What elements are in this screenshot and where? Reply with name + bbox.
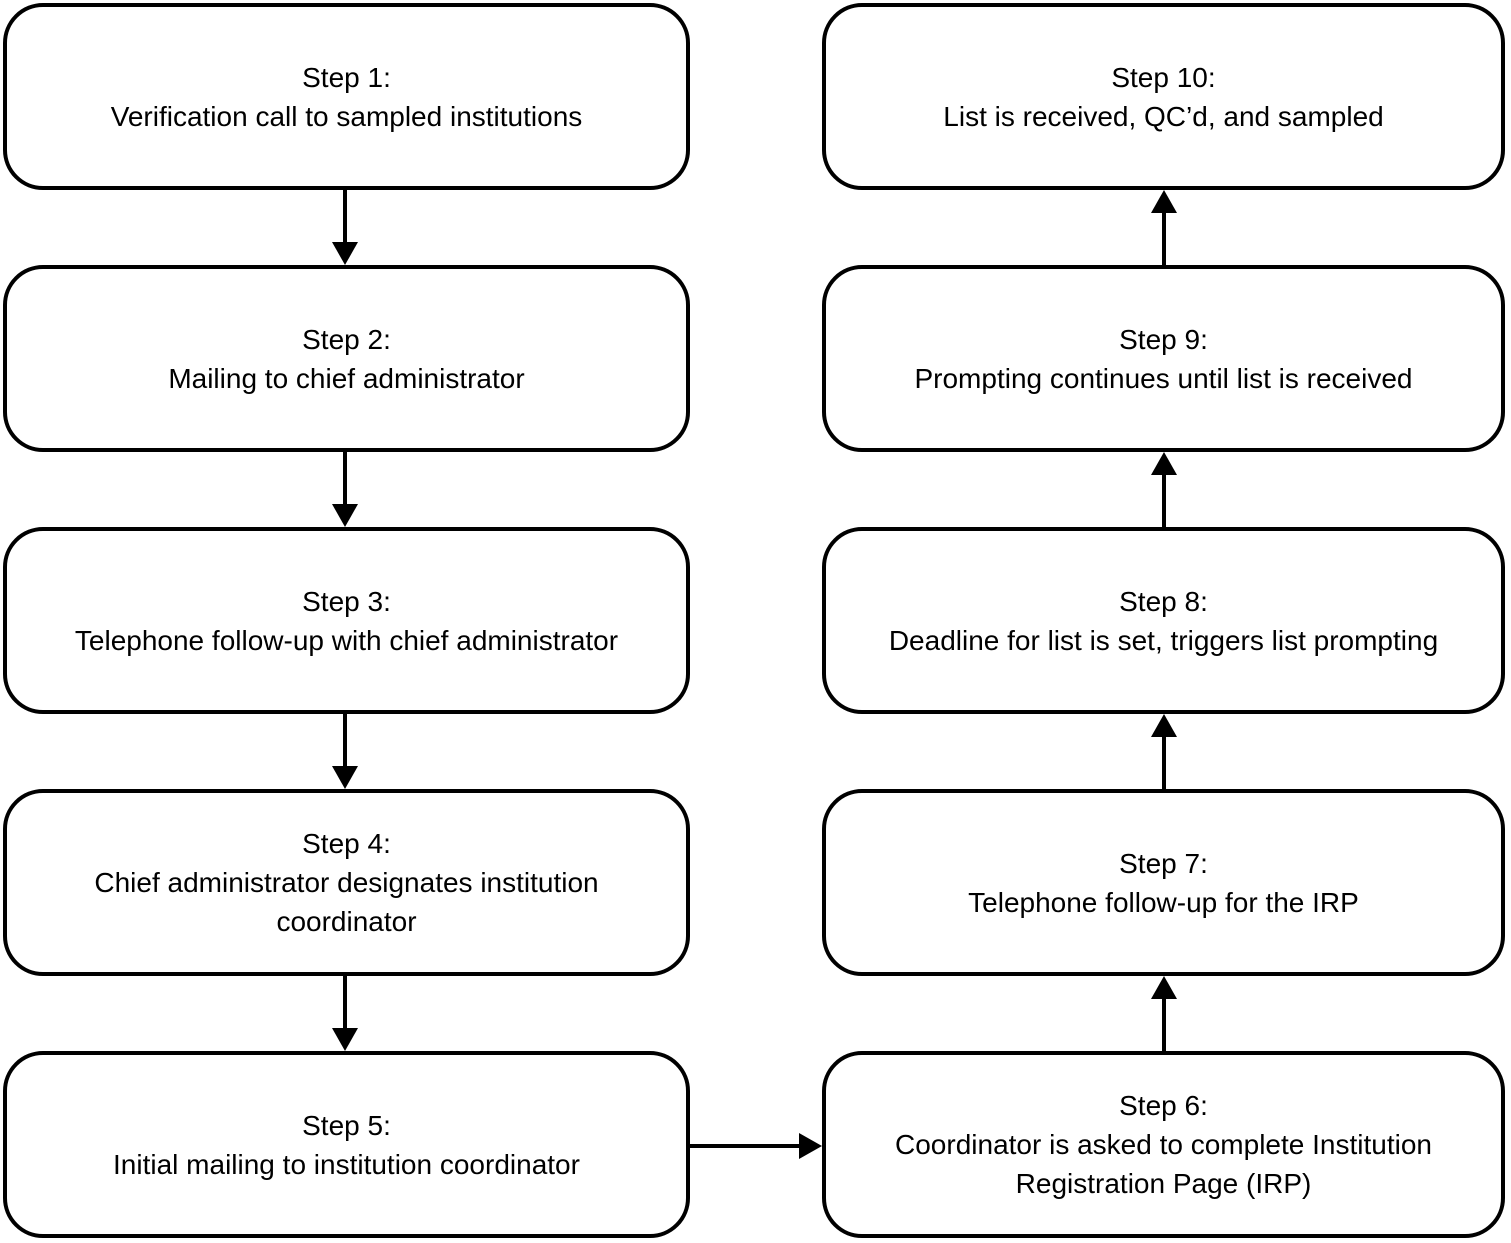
arrow-shaft <box>343 714 347 766</box>
step-1-description: Verification call to sampled institution… <box>110 100 583 132</box>
step-1-label: Step 1: <box>302 61 391 93</box>
step-6-description: Coordinator is asked to complete Institu… <box>895 1129 1432 1199</box>
step-3-label: Step 3: <box>302 585 391 617</box>
step-3-box: Step 3: Telephone follow-up with chief a… <box>3 527 690 714</box>
arrowhead-up-icon <box>1151 976 1177 999</box>
arrow-shaft <box>1162 999 1166 1051</box>
step-5-description: Initial mailing to institution coordinat… <box>113 1148 580 1180</box>
arrowhead-up-icon <box>1151 190 1177 213</box>
step-1-box: Step 1: Verification call to sampled ins… <box>3 3 690 190</box>
step-7-label: Step 7: <box>1119 847 1208 879</box>
arrowhead-down-icon <box>332 242 358 265</box>
step-7-description: Telephone follow-up for the IRP <box>968 886 1359 918</box>
step-4-label: Step 4: <box>302 828 391 859</box>
step-4-box: Step 4: Chief administrator designates i… <box>3 789 690 976</box>
step-2-box: Step 2: Mailing to chief administrator <box>3 265 690 452</box>
arrowhead-down-icon <box>332 766 358 789</box>
arrowhead-right-icon <box>799 1133 822 1159</box>
arrow-shaft <box>343 452 347 504</box>
arrow-shaft <box>1162 213 1166 265</box>
step-8-description: Deadline for list is set, triggers list … <box>888 624 1439 656</box>
step-7-box: Step 7: Telephone follow-up for the IRP <box>822 789 1505 976</box>
step-5-box: Step 5: Initial mailing to institution c… <box>3 1051 690 1238</box>
arrow-step2-to-step3-down-icon <box>332 452 358 527</box>
step-10-box: Step 10: List is received, QC’d, and sam… <box>822 3 1505 190</box>
step-5-label: Step 5: <box>302 1109 391 1141</box>
step-8-box: Step 8: Deadline for list is set, trigge… <box>822 527 1505 714</box>
arrowhead-down-icon <box>332 504 358 527</box>
step-2-description: Mailing to chief administrator <box>168 362 525 394</box>
arrow-step4-to-step5-down-icon <box>332 976 358 1051</box>
step-3-description: Telephone follow-up with chief administr… <box>74 624 619 656</box>
arrow-step7-to-step8-up-icon <box>1151 714 1177 789</box>
arrowhead-down-icon <box>332 1028 358 1051</box>
step-2-label: Step 2: <box>302 323 391 355</box>
step-10-description: List is received, QC’d, and sampled <box>943 100 1384 132</box>
arrow-shaft <box>1162 475 1166 527</box>
step-9-label: Step 9: <box>1119 323 1208 355</box>
arrow-shaft <box>1162 737 1166 789</box>
step-6-label: Step 6: <box>1119 1090 1208 1121</box>
arrow-step3-to-step4-down-icon <box>332 714 358 789</box>
arrow-shaft <box>343 190 347 242</box>
step-8-label: Step 8: <box>1119 585 1208 617</box>
arrow-shaft <box>690 1144 799 1148</box>
arrow-shaft <box>343 976 347 1028</box>
step-9-description: Prompting continues until list is receiv… <box>914 362 1413 394</box>
arrow-step1-to-step2-down-icon <box>332 190 358 265</box>
arrow-step5-to-step6-right-icon <box>690 1133 822 1159</box>
arrowhead-up-icon <box>1151 452 1177 475</box>
step-6-box: Step 6: Coordinator is asked to complete… <box>822 1051 1505 1238</box>
step-4-description: Chief administrator designates instituti… <box>94 867 599 937</box>
arrow-step9-to-step10-up-icon <box>1151 190 1177 265</box>
step-10-label: Step 10: <box>1111 61 1216 93</box>
arrow-step8-to-step9-up-icon <box>1151 452 1177 527</box>
arrow-step6-to-step7-up-icon <box>1151 976 1177 1051</box>
arrowhead-up-icon <box>1151 714 1177 737</box>
step-9-box: Step 9: Prompting continues until list i… <box>822 265 1505 452</box>
